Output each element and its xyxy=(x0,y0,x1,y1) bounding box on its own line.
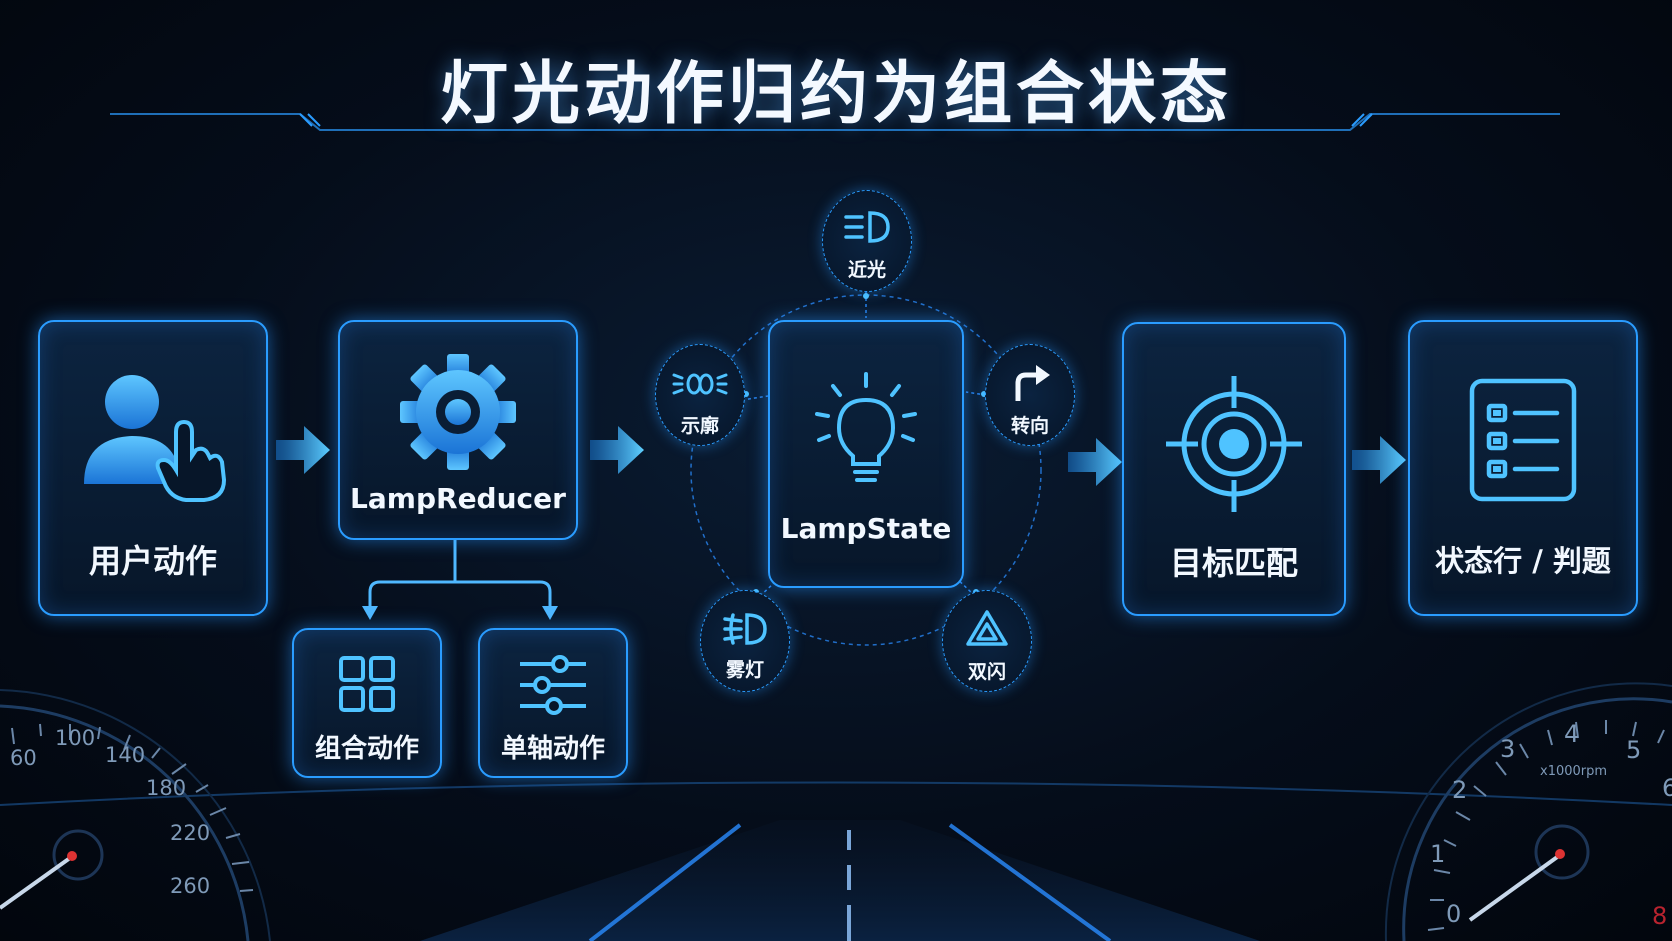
state-judge-node: 状态行 / 判题 xyxy=(1408,320,1638,616)
hazard-triangle-icon xyxy=(966,610,1008,646)
satellite-hazard: 双闪 xyxy=(942,590,1032,692)
position-lamp-label: 示廓 xyxy=(680,415,719,437)
reducer-branch-connector xyxy=(368,540,552,610)
fog-lamp-label: 雾灯 xyxy=(725,659,764,681)
target-match-label: 目标匹配 xyxy=(1169,544,1298,582)
combo-action-node: 组合动作 xyxy=(292,628,442,778)
rpm-3: 3 xyxy=(1500,735,1515,763)
grid-icon xyxy=(339,656,395,712)
satellite-position-lamp: 示廓 xyxy=(655,344,745,446)
turn-arrow-icon xyxy=(1015,365,1050,401)
flow-arrow-3 xyxy=(1068,438,1122,486)
speed-60: 60 xyxy=(10,746,37,770)
lamp-reducer-label: LampReducer xyxy=(350,482,566,515)
page-number: 8 xyxy=(1652,902,1667,930)
rpm-1: 1 xyxy=(1430,840,1445,868)
satellite-fog-lamp: 雾灯 xyxy=(700,590,790,692)
tachometer: 0 1 2 3 4 5 6 x1000rpm xyxy=(1384,682,1672,941)
speed-140: 140 xyxy=(105,743,145,767)
rpm-5: 5 xyxy=(1626,736,1641,764)
speed-260: 260 xyxy=(170,874,210,898)
gear-icon xyxy=(400,354,516,470)
user-action-label: 用户动作 xyxy=(88,542,217,580)
lamp-reducer-node: LampReducer xyxy=(338,320,578,540)
state-judge-label: 状态行 / 判题 xyxy=(1435,544,1611,578)
speedometer: 60 100 140 180 220 260 xyxy=(0,689,271,941)
position-lamp-icon xyxy=(672,373,728,395)
user-touch-icon xyxy=(84,375,227,502)
user-action-node: 用户动作 xyxy=(38,320,268,616)
speed-220: 220 xyxy=(170,821,210,845)
rpm-6: 6 xyxy=(1662,774,1672,802)
fog-lamp-icon xyxy=(723,613,767,645)
flow-arrow-2 xyxy=(590,426,644,474)
low-beam-label: 近光 xyxy=(847,259,886,281)
target-crosshair-icon xyxy=(1166,376,1302,512)
arrowhead-single xyxy=(542,606,558,620)
target-match-node: 目标匹配 xyxy=(1122,322,1346,616)
single-axis-action-label: 单轴动作 xyxy=(500,734,605,764)
combo-action-label: 组合动作 xyxy=(314,734,419,764)
flow-arrow-1 xyxy=(276,426,330,474)
single-axis-action-node: 单轴动作 xyxy=(478,628,628,778)
rpm-4: 4 xyxy=(1564,720,1579,748)
rpm-unit: x1000rpm xyxy=(1540,764,1607,779)
turn-signal-label: 转向 xyxy=(1010,415,1049,437)
arrowhead-combo xyxy=(362,606,378,620)
sliders-icon xyxy=(520,655,586,715)
lamp-state-label: LampState xyxy=(780,512,952,545)
satellite-turn-signal: 转向 xyxy=(985,344,1075,446)
flow-arrow-4 xyxy=(1352,436,1406,484)
page-title: 灯光动作归约为组合状态 xyxy=(439,55,1232,134)
rpm-2: 2 xyxy=(1452,776,1467,804)
low-beam-icon xyxy=(844,211,890,243)
lamp-state-node: LampState xyxy=(768,320,964,588)
checklist-icon xyxy=(1469,378,1577,502)
speed-180: 180 xyxy=(146,776,186,800)
rpm-0: 0 xyxy=(1446,900,1461,928)
satellite-low-beam: 近光 xyxy=(822,190,912,292)
hazard-label: 双闪 xyxy=(967,661,1006,683)
lightbulb-icon xyxy=(815,372,917,482)
speed-100: 100 xyxy=(55,726,95,750)
